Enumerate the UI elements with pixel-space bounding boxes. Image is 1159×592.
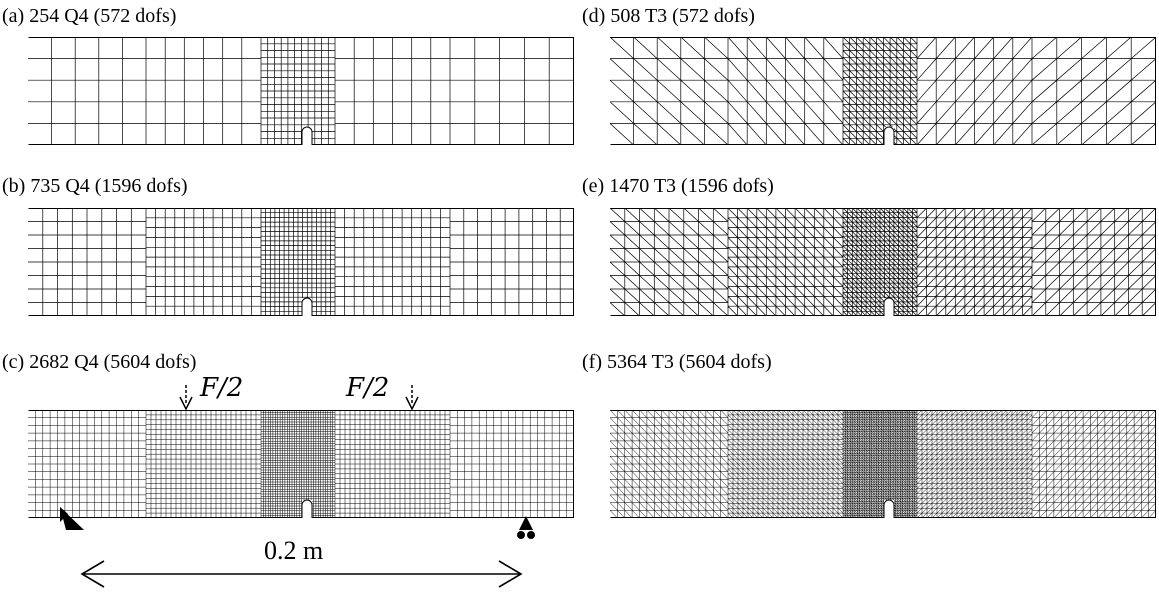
roller-support-icon <box>517 516 535 539</box>
mesh-a <box>28 37 574 145</box>
mesh-b <box>28 208 574 316</box>
load-arrow-right <box>405 385 419 411</box>
mesh-e <box>610 208 1156 316</box>
panel-a-caption: (a) 254 Q4 (572 dofs) <box>2 5 177 27</box>
panel-c-caption: (c) 2682 Q4 (5604 dofs) <box>2 351 197 373</box>
span-label: 0.2 m <box>264 536 323 565</box>
mesh-f <box>610 410 1156 518</box>
load-label-right: F/2 <box>345 373 389 403</box>
load-arrow-left <box>179 385 193 411</box>
panel-f-caption: (f) 5364 T3 (5604 dofs) <box>582 351 772 373</box>
mesh-c <box>28 410 574 518</box>
pin-support-icon <box>60 507 84 530</box>
span-dimension-arrow <box>80 560 523 588</box>
panel-e-caption: (e) 1470 T3 (1596 dofs) <box>582 175 774 197</box>
beam-annotations: F/2 F/2 0.2 m <box>60 373 535 588</box>
panel-d-caption: (d) 508 T3 (572 dofs) <box>582 5 755 27</box>
panel-b-caption: (b) 735 Q4 (1596 dofs) <box>2 175 188 197</box>
load-label-left: F/2 <box>199 373 243 403</box>
mesh-d <box>610 37 1156 145</box>
